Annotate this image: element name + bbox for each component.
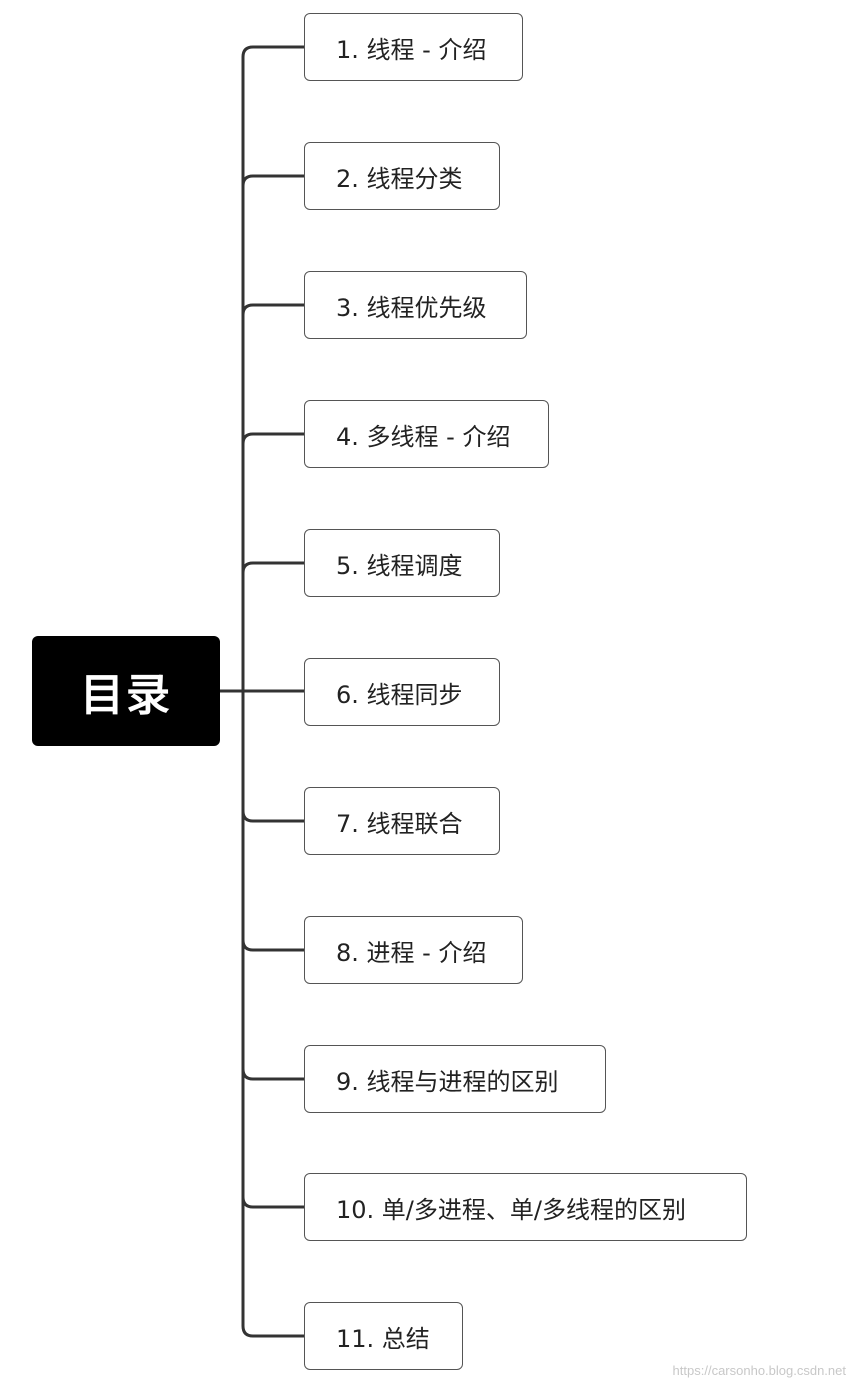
branch-8	[241, 938, 306, 952]
topic-node-9[interactable]: 9. 线程与进程的区别	[304, 1045, 606, 1113]
topic-node-label: 9. 线程与进程的区别	[336, 1067, 559, 1096]
topic-node-label: 5. 线程调度	[336, 551, 463, 580]
branch-7	[241, 809, 306, 823]
branch-4	[241, 432, 306, 446]
topic-node-label: 10. 单/多进程、单/多线程的区别	[336, 1195, 686, 1224]
root-node-toc[interactable]: 目录	[32, 636, 220, 746]
topic-node-label: 3. 线程优先级	[336, 293, 487, 322]
topic-node-7[interactable]: 7. 线程联合	[304, 787, 500, 855]
topic-node-3[interactable]: 3. 线程优先级	[304, 271, 527, 339]
branch-9	[241, 1067, 306, 1081]
topic-node-label: 4. 多线程 - 介绍	[336, 422, 511, 451]
topic-node-6[interactable]: 6. 线程同步	[304, 658, 500, 726]
branch-10	[241, 1195, 306, 1209]
topic-node-label: 2. 线程分类	[336, 164, 463, 193]
branch-5	[241, 561, 306, 575]
topic-node-11[interactable]: 11. 总结	[304, 1302, 463, 1370]
root-node-label: 目录	[80, 670, 172, 721]
branch-2	[241, 174, 306, 188]
topic-node-4[interactable]: 4. 多线程 - 介绍	[304, 400, 549, 468]
topic-node-label: 7. 线程联合	[336, 809, 463, 838]
topic-node-10[interactable]: 10. 单/多进程、单/多线程的区别	[304, 1173, 747, 1241]
topic-node-label: 8. 进程 - 介绍	[336, 938, 487, 967]
topic-node-2[interactable]: 2. 线程分类	[304, 142, 500, 210]
topic-node-label: 11. 总结	[336, 1324, 430, 1353]
topic-node-label: 1. 线程 - 介绍	[336, 35, 487, 64]
topic-node-label: 6. 线程同步	[336, 680, 463, 709]
topic-node-5[interactable]: 5. 线程调度	[304, 529, 500, 597]
watermark-text: https://carsonho.blog.csdn.net	[672, 1363, 846, 1378]
branch-3	[241, 303, 306, 317]
topic-node-8[interactable]: 8. 进程 - 介绍	[304, 916, 523, 984]
topic-node-1[interactable]: 1. 线程 - 介绍	[304, 13, 523, 81]
